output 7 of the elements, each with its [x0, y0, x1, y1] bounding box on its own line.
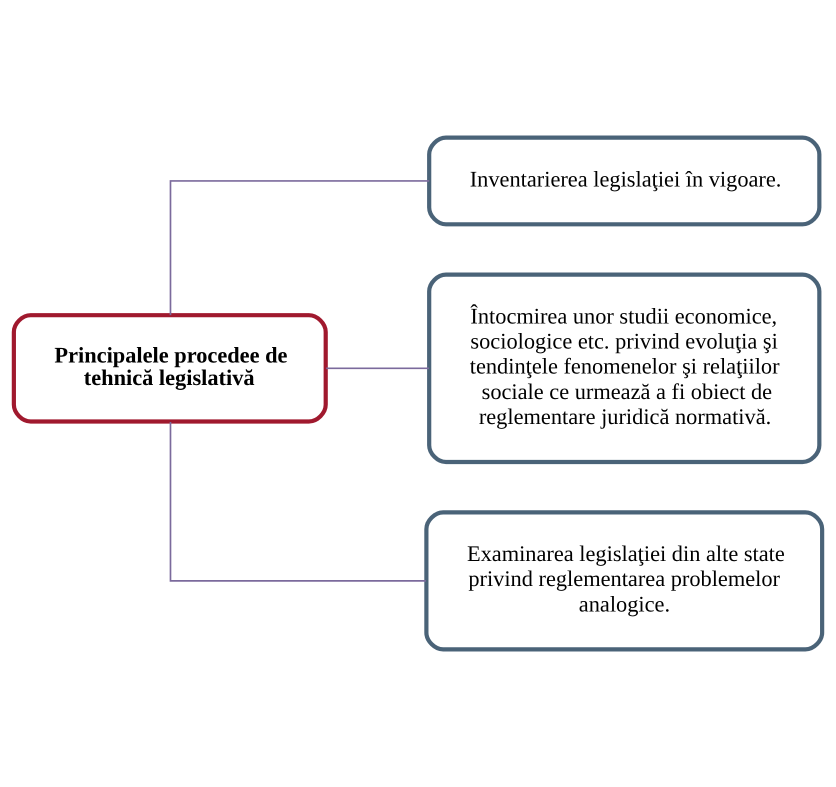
- connector: [170, 422, 426, 582]
- node-box: Inventarierea legislaţiei în vigoare.: [427, 136, 822, 226]
- node-box: Principalele procedee de tehnică legislativă: [12, 313, 328, 424]
- node-box: Examinarea legislaţiei din alte state privind reglementarea problemelor analogice.: [424, 510, 824, 652]
- node-box: Întocmirea unor studii economice, sociologice etc. privind evoluţia şi tendinţele fenomenelor şi relaţiilor sociale ce urmează a fi obiect de reglementare juridică normativă.: [427, 272, 822, 464]
- connector: [326, 368, 430, 370]
- connector: [170, 180, 430, 316]
